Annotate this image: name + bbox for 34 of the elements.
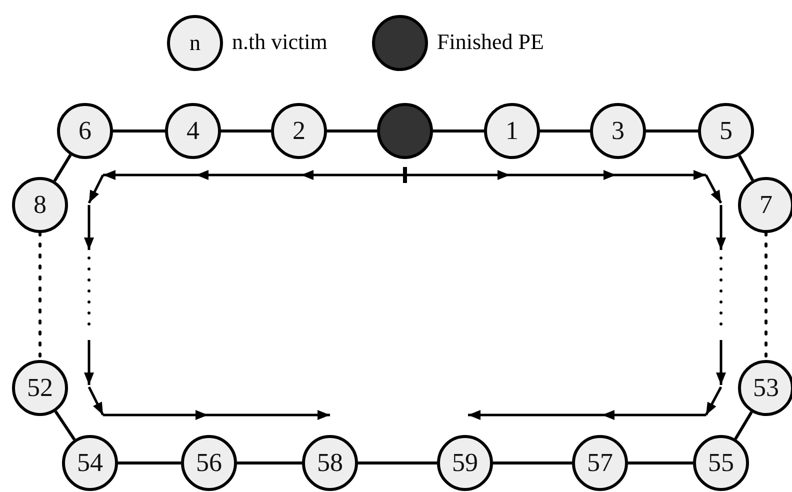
connector-line (54, 410, 76, 441)
connector-line (493, 462, 572, 464)
legend-label: n.th victim (232, 29, 328, 55)
connector-line (118, 462, 181, 464)
connector-line (221, 130, 271, 132)
legend-label: Finished PE (437, 29, 544, 55)
victim-circle: 57 (572, 435, 628, 491)
connector-line (327, 130, 377, 132)
connector-line (734, 411, 753, 440)
connector-line (540, 130, 590, 132)
connector-line (646, 130, 698, 132)
victim-circle: 5 (698, 103, 754, 159)
victim-circle: 4 (165, 103, 221, 159)
victim-circle: 59 (437, 435, 493, 491)
connector-line (237, 462, 302, 464)
victim-circle: 52 (12, 360, 68, 416)
victim-circle: 55 (693, 435, 749, 491)
victim-circle: 56 (181, 435, 237, 491)
victim-circle: 1 (484, 103, 540, 159)
victim-circle: 58 (302, 435, 358, 491)
victim-circle: 7 (738, 177, 792, 233)
connector-line (113, 130, 165, 132)
victim-circle: 3 (590, 103, 646, 159)
connector-line (628, 462, 693, 464)
connector-line (358, 462, 437, 464)
connector-line (53, 154, 72, 182)
legend-symbol: n (190, 30, 200, 56)
victim-circle: 53 (738, 360, 792, 416)
victim-circle: 6 (57, 103, 113, 159)
connector-line (433, 130, 484, 132)
victim-circle: 54 (62, 435, 118, 491)
connector-line (738, 154, 754, 182)
victim-circle: 2 (271, 103, 327, 159)
victim-circle: 8 (12, 177, 68, 233)
